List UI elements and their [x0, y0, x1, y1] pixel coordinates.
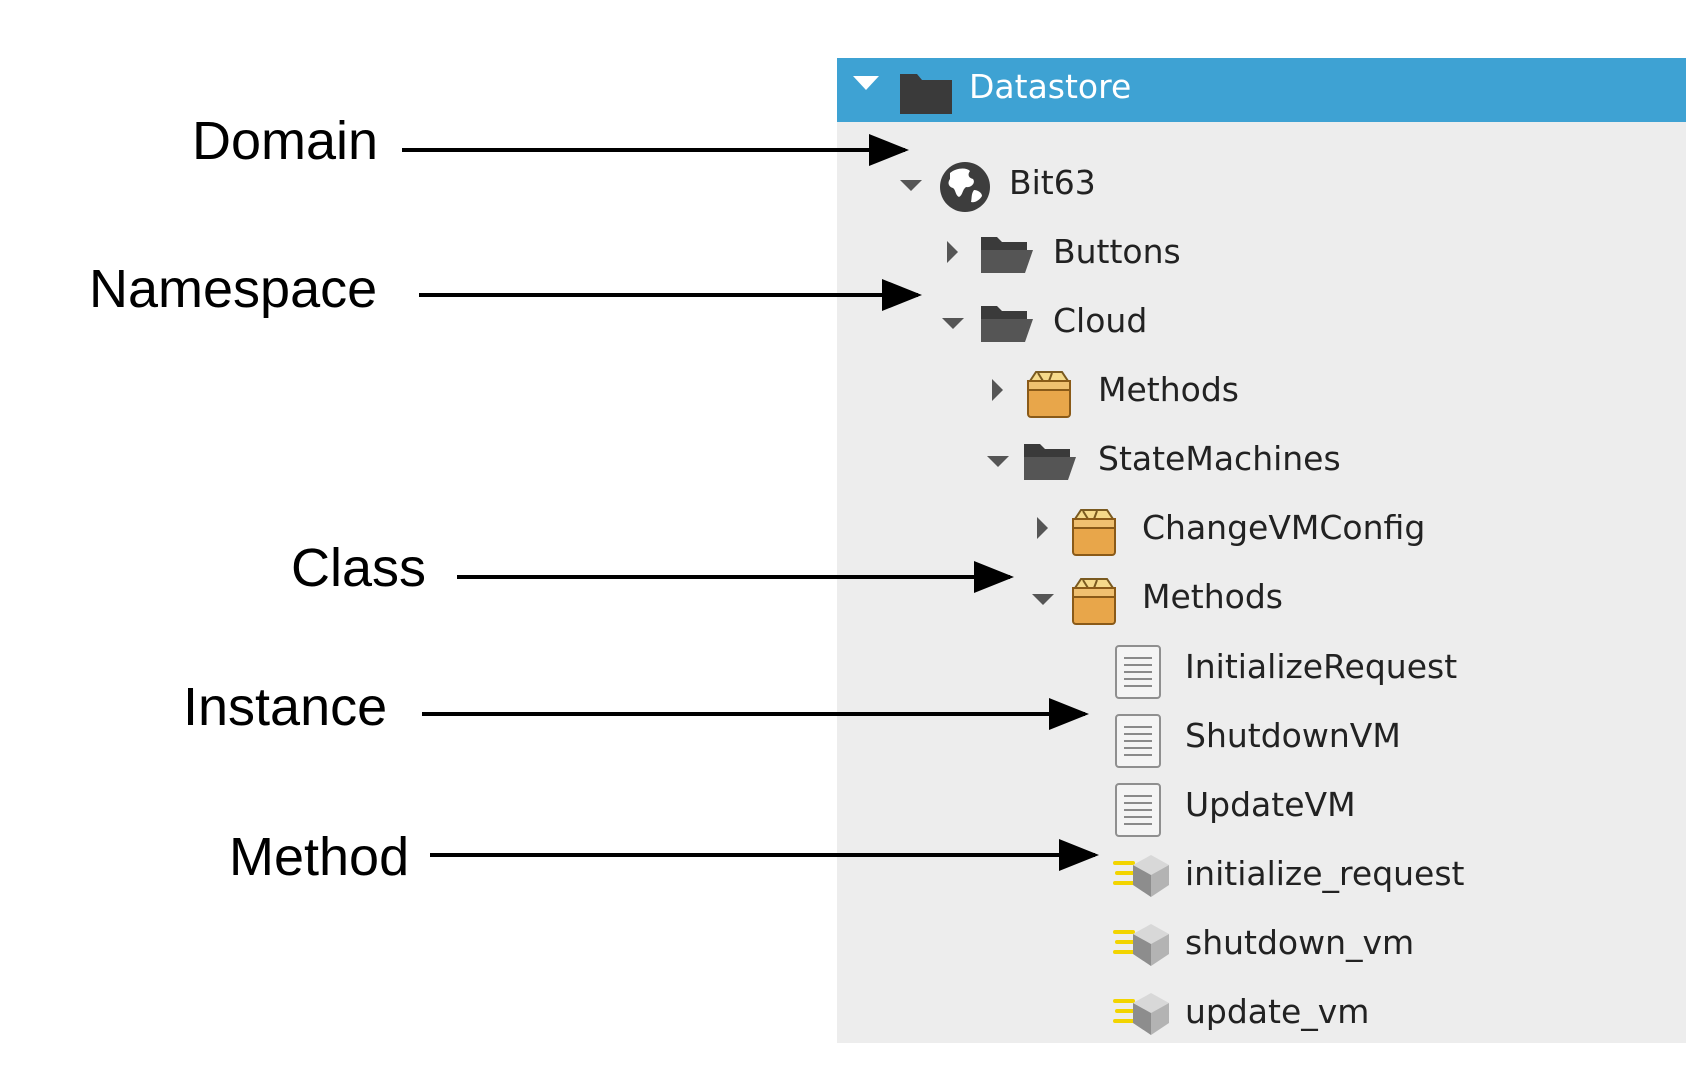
- tree-node-label: Methods: [1098, 370, 1239, 409]
- method-cube-icon: [1113, 920, 1171, 974]
- annotation-label-instance: Instance: [183, 677, 388, 737]
- tree-node-shutdownvm[interactable]: ShutdownVM: [837, 707, 1686, 768]
- method-cube-icon: [1113, 851, 1171, 905]
- expand-toggle-icon[interactable]: [947, 241, 958, 263]
- annotation-label-method: Method: [229, 827, 410, 887]
- annotation-label-domain: Domain: [192, 111, 379, 171]
- instance-doc-icon: [1113, 644, 1163, 704]
- tree-node-label: InitializeRequest: [1185, 647, 1458, 686]
- tree-node-label: Methods: [1142, 577, 1283, 616]
- annotation-label-namespace: Namespace: [89, 259, 378, 319]
- tree-node-statemachines[interactable]: StateMachines: [837, 430, 1686, 490]
- tree-node-label: initialize_request: [1185, 854, 1465, 893]
- expand-toggle-icon[interactable]: [853, 76, 879, 90]
- folder-icon: [897, 64, 955, 120]
- tree-node-label: shutdown_vm: [1185, 923, 1415, 962]
- tree-node-bit63[interactable]: Bit63: [837, 154, 1686, 214]
- tree-node-updatevm[interactable]: UpdateVM: [837, 776, 1686, 837]
- expand-toggle-icon[interactable]: [992, 379, 1003, 401]
- tree-node-update-vm[interactable]: update_vm: [837, 983, 1686, 1043]
- expand-toggle-icon[interactable]: [942, 318, 964, 329]
- method-cube-icon: [1113, 989, 1171, 1043]
- tree-node-initialize-request[interactable]: initialize_request: [837, 845, 1686, 905]
- open-folder-icon: [977, 298, 1035, 352]
- open-folder-icon: [1020, 436, 1078, 490]
- tree-node-shutdown-vm[interactable]: shutdown_vm: [837, 914, 1686, 974]
- class-box-icon: [1065, 574, 1123, 632]
- tree-node-label: ShutdownVM: [1185, 716, 1401, 755]
- class-box-icon: [1065, 505, 1123, 563]
- tree-node-cloud[interactable]: Cloud: [837, 292, 1686, 352]
- globe-icon: [938, 160, 992, 218]
- tree-node-methods-class-expanded[interactable]: Methods: [837, 568, 1686, 628]
- tree-node-label: Bit63: [1009, 163, 1096, 202]
- tree-header-row[interactable]: Datastore: [837, 58, 1686, 122]
- class-box-icon: [1020, 367, 1078, 425]
- tree-node-changevmconfig[interactable]: ChangeVMConfig: [837, 499, 1686, 559]
- tree-node-methods-class[interactable]: Methods: [837, 361, 1686, 421]
- tree-node-label: update_vm: [1185, 992, 1370, 1031]
- tree-node-label: StateMachines: [1098, 439, 1341, 478]
- tree-header-label: Datastore: [969, 67, 1132, 106]
- expand-toggle-icon[interactable]: [900, 180, 922, 191]
- open-folder-icon: [977, 229, 1035, 283]
- expand-toggle-icon[interactable]: [987, 456, 1009, 467]
- datastore-tree-panel: Datastore Bit63 Buttons: [837, 58, 1686, 1043]
- tree-node-label: Buttons: [1053, 232, 1181, 271]
- tree-node-buttons[interactable]: Buttons: [837, 223, 1686, 283]
- tree-node-label: Cloud: [1053, 301, 1148, 340]
- instance-doc-icon: [1113, 782, 1163, 842]
- expand-toggle-icon[interactable]: [1037, 517, 1048, 539]
- annotation-label-class: Class: [291, 538, 427, 598]
- instance-doc-icon: [1113, 713, 1163, 773]
- tree-node-label: UpdateVM: [1185, 785, 1356, 824]
- expand-toggle-icon[interactable]: [1032, 594, 1054, 605]
- tree-node-initializerequest[interactable]: InitializeRequest: [837, 638, 1686, 699]
- tree-node-label: ChangeVMConfig: [1142, 508, 1426, 547]
